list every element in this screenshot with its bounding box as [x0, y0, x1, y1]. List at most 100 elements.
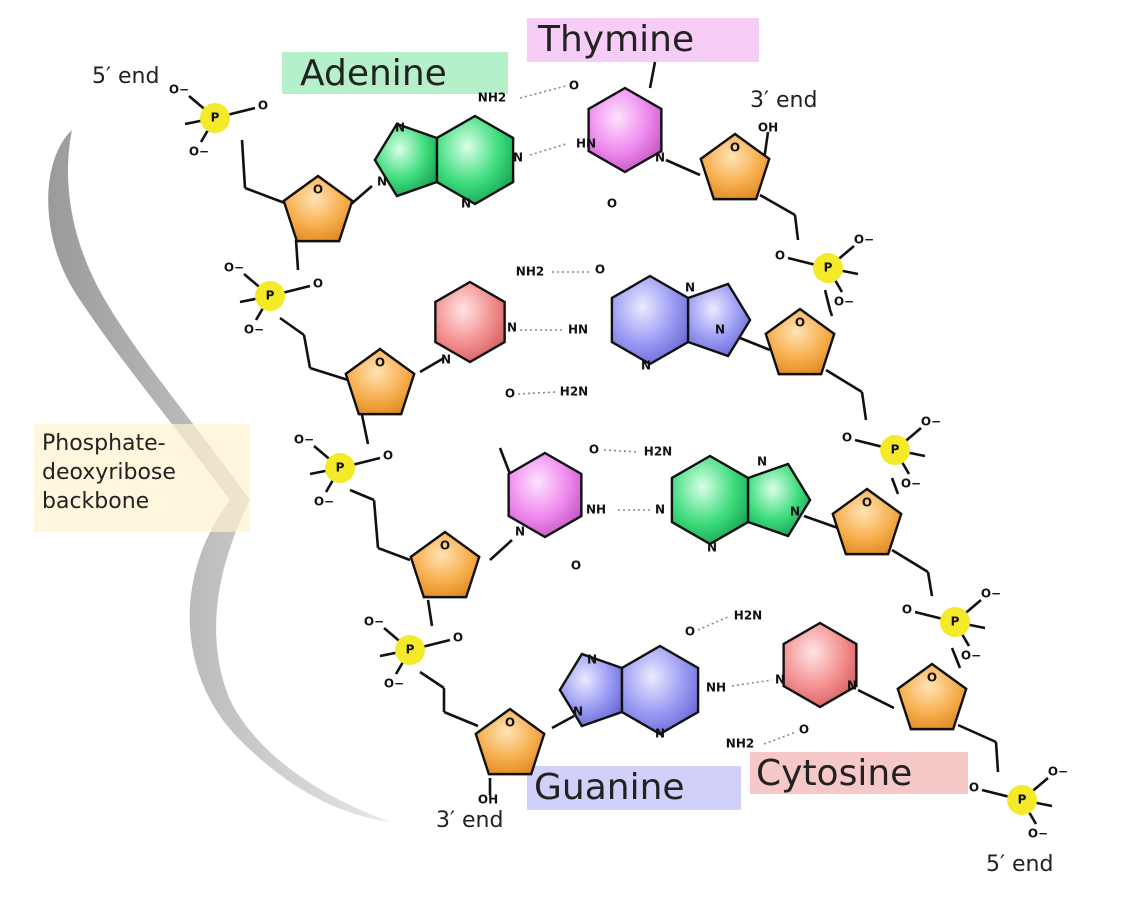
thymine-o: O: [589, 443, 599, 457]
phosphate-top-left: [200, 103, 230, 133]
phosphorus-atom: P: [336, 461, 345, 475]
thymine-n: N: [655, 151, 665, 165]
cytosine-n: N: [507, 321, 517, 335]
three-prime-end-bottom-label: 3′ end: [436, 808, 504, 833]
phosphate-oxygen-minus-atom: O−: [981, 587, 1001, 601]
backbone-label-highlight: [34, 424, 250, 532]
bond-line: [763, 731, 797, 745]
adenine-n: N: [655, 503, 665, 517]
bond-line: [665, 158, 701, 177]
guanine-4-five-ring: [558, 652, 624, 728]
guanine-n: N: [685, 281, 695, 295]
bond-line: [697, 615, 731, 631]
phosphate-oxygen-atom: O: [258, 99, 268, 113]
phosphorus-atom: P: [951, 615, 960, 629]
bond-line: [519, 85, 567, 99]
bond-line: [803, 514, 839, 530]
cytosine-o: O: [505, 387, 515, 401]
adenine-3-six-ring: [670, 454, 750, 546]
phosphate-oxygen-atom: O: [902, 603, 912, 617]
guanine-hn: HN: [568, 323, 588, 337]
backbone-label-line-3: backbone: [42, 489, 150, 514]
phosphorus-atom: P: [406, 643, 415, 657]
phosphate-oxygen-atom: O: [775, 249, 785, 263]
cytosine-n: N: [847, 679, 857, 693]
bond-line: [443, 710, 479, 728]
bond-line: [891, 548, 929, 574]
phosphate-left-4: [395, 635, 425, 665]
sugar-right-1: [699, 132, 771, 201]
adenine-3-five-ring: [746, 462, 812, 538]
thymine-nh: NH: [586, 503, 606, 517]
phosphate-oxygen-minus-atom: O−: [1028, 827, 1048, 841]
phosphate-oxygen-minus-atom: O−: [294, 433, 314, 447]
thymine-o: O: [569, 79, 579, 93]
thymine-label-highlight: [527, 18, 759, 62]
sugar-left-4: [474, 707, 546, 776]
adenine-label: Adenine: [300, 53, 447, 94]
bond-line: [244, 186, 291, 207]
bond-line: [759, 193, 796, 217]
phosphate-oxygen-atom: O: [383, 449, 393, 463]
bond-line: [823, 289, 832, 311]
sugar-left-1: [282, 174, 354, 243]
hydrogen-bonds: [517, 85, 797, 745]
guanine-nh: NH: [706, 681, 726, 695]
bond-line: [240, 139, 247, 189]
bond-line: [529, 143, 567, 156]
phosphorus-atom: P: [211, 111, 220, 125]
phosphate-oxygen-minus-atom: O−: [189, 145, 209, 159]
adenine-label-highlight: [282, 52, 508, 94]
cytosine-label: Cytosine: [756, 753, 913, 794]
molecule-shapes: [200, 86, 1037, 815]
phosphate-oxygen-minus-atom: O−: [244, 323, 264, 337]
bond-line: [302, 334, 312, 369]
bond-line: [860, 391, 868, 421]
phosphate-oxygen-minus-atom: O−: [901, 477, 921, 491]
guanine-o: O: [685, 625, 695, 639]
sugar-oxygen-atom: O: [730, 141, 740, 155]
guanine-n: N: [715, 323, 725, 337]
phosphate-right-3: [940, 607, 970, 637]
bond-line: [349, 488, 375, 502]
adenine-n: N: [757, 455, 767, 469]
bond-line: [603, 449, 639, 453]
sugar-oxygen-atom: O: [313, 183, 323, 197]
bond-line: [419, 670, 445, 690]
phosphate-oxygen-minus-atom: O−: [854, 233, 874, 247]
hydroxyl-bottom: OH: [478, 793, 498, 807]
phosphate-oxygen-atom: O: [313, 277, 323, 291]
bond-line: [498, 447, 512, 475]
bond-line: [793, 214, 800, 241]
sugar-right-3: [831, 487, 903, 556]
hydroxyl-top: OH: [758, 121, 778, 135]
thymine-hn: HN: [576, 137, 596, 151]
guanine-nh2: NH2: [726, 737, 754, 751]
adenine-n: N: [395, 121, 405, 135]
five-prime-end-bottom-label: 5′ end: [986, 852, 1054, 877]
adenine-h2n: H2N: [644, 445, 672, 459]
bond-line: [926, 571, 934, 597]
adenine-1-six-ring: [435, 114, 515, 206]
thymine-o: O: [571, 559, 581, 573]
bond-line: [419, 356, 445, 374]
phosphate-oxygen-atom: O: [969, 781, 979, 795]
adenine-n: N: [707, 541, 717, 555]
cytosine-o: O: [799, 723, 809, 737]
phosphate-oxygen-minus-atom: O−: [364, 615, 384, 629]
phosphate-oxygen-minus-atom: O−: [961, 649, 981, 663]
bond-line: [309, 366, 349, 382]
phosphate-oxygen-minus-atom: O−: [1048, 765, 1068, 779]
sugar-right-2: [764, 307, 836, 376]
guanine-h2n: H2N: [560, 385, 588, 399]
sugar-oxygen-atom: O: [795, 316, 805, 330]
sugar-oxygen-atom: O: [862, 496, 872, 510]
cytosine-2-ring: [434, 280, 506, 364]
thymine-o: O: [607, 197, 617, 211]
cytosine-label-highlight: [750, 752, 968, 794]
thymine-3-ring: [507, 451, 583, 539]
adenine-n: N: [377, 175, 387, 189]
bond-line: [551, 714, 575, 730]
phosphorus-atom: P: [824, 261, 833, 275]
